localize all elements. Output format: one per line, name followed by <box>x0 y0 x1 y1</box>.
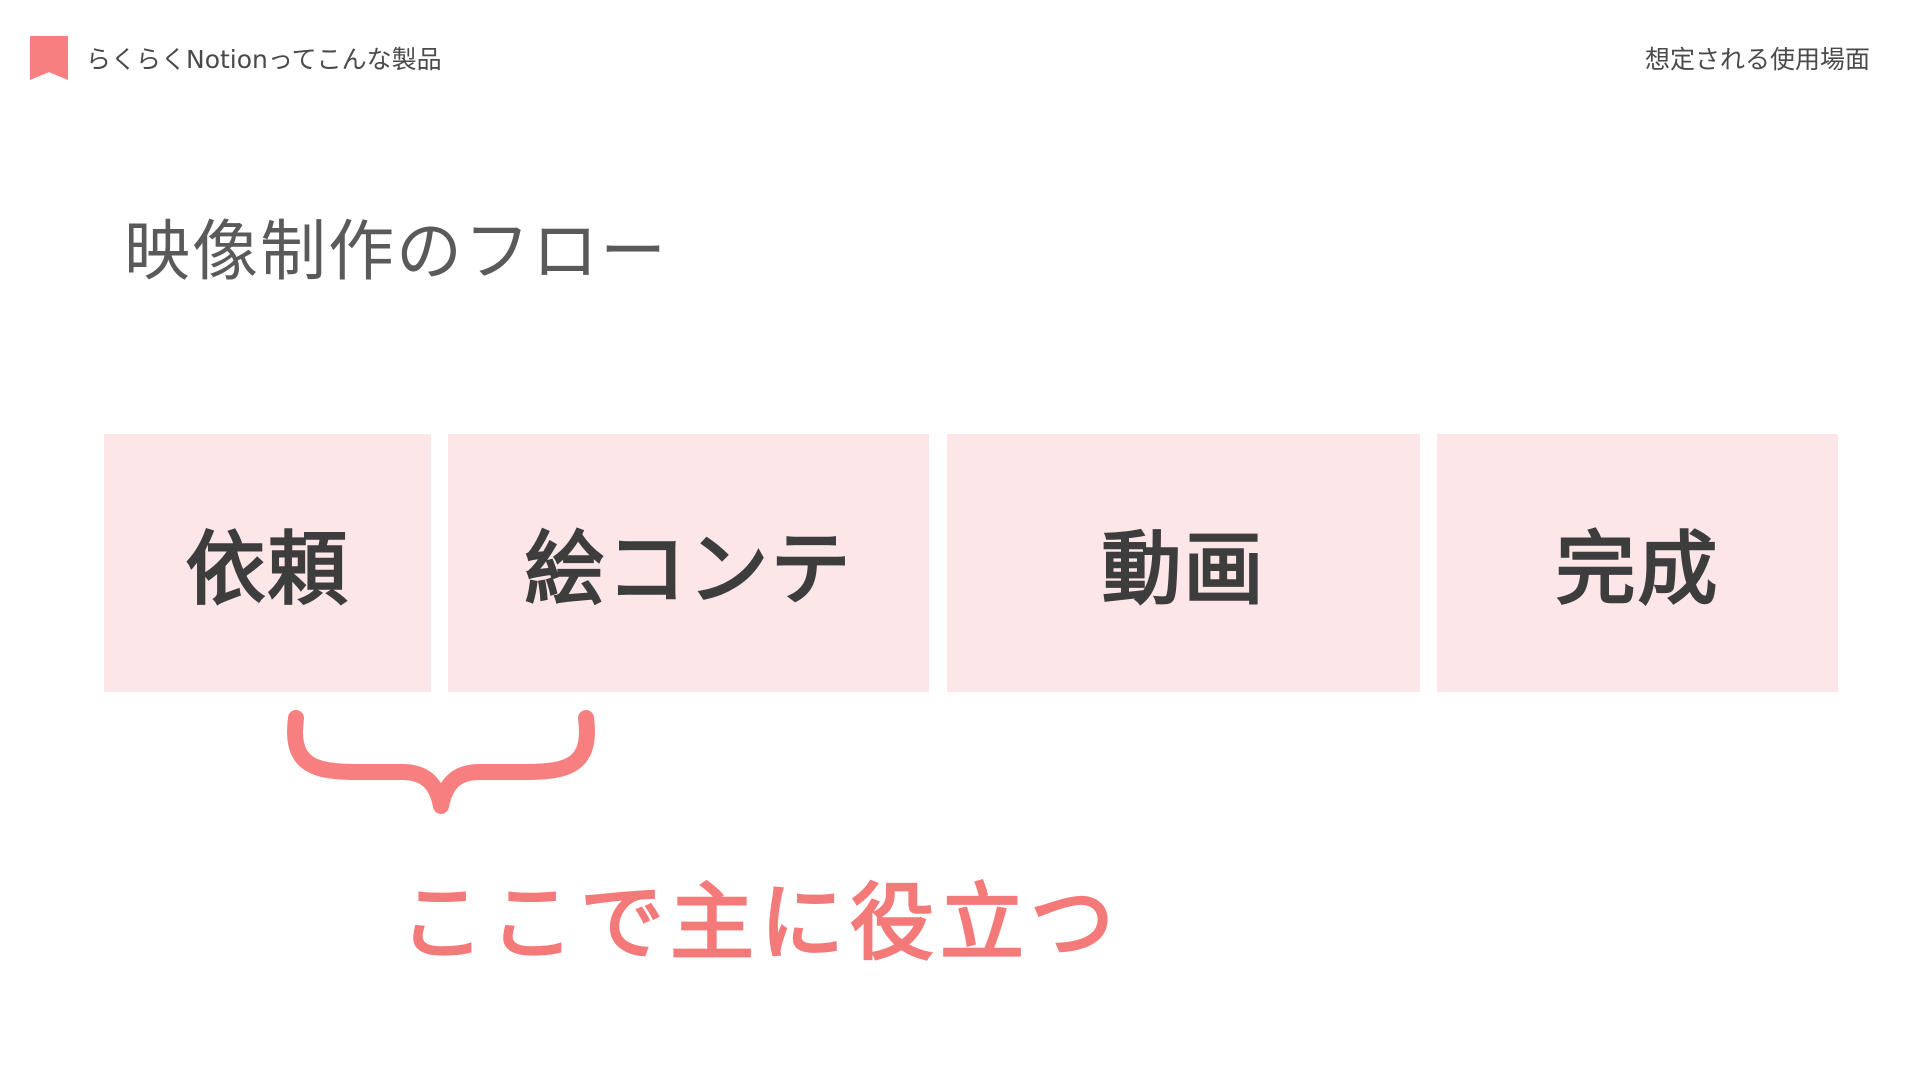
curly-brace-icon <box>287 710 595 814</box>
flow-step-label: 完成 <box>1555 523 1720 616</box>
flow-step-label: 絵コンテ <box>524 523 853 616</box>
flow-step-label: 依頼 <box>185 523 350 616</box>
flow-step-video: 動画 <box>947 434 1420 692</box>
flow-step-label: 動画 <box>1101 523 1266 616</box>
callout-text: ここで主に役立つ <box>400 874 1121 972</box>
bookmark-icon <box>30 36 68 80</box>
flow-step-request: 依頼 <box>104 434 431 692</box>
flow-step-storyboard: 絵コンテ <box>448 434 929 692</box>
topic-label: 想定される使用場面 <box>1644 45 1870 74</box>
flow-step-complete: 完成 <box>1437 434 1838 692</box>
slide-title: 映像制作のフロー <box>124 213 668 290</box>
section-label: らくらくNotionってこんな製品 <box>86 45 442 74</box>
